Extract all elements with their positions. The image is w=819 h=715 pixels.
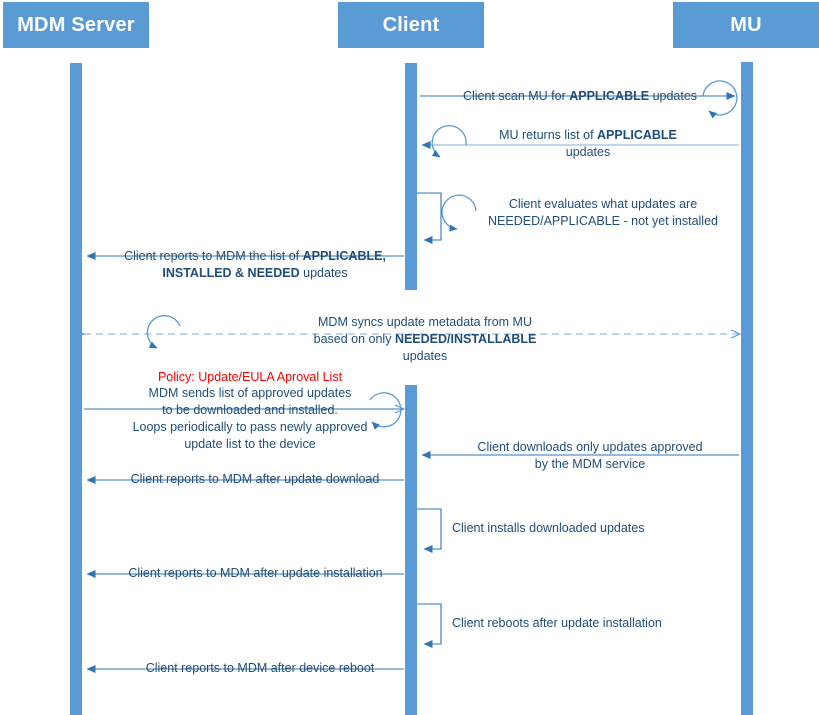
- actor-label-client: Client: [382, 13, 440, 36]
- arrow-m11-client-self-reboot: [417, 603, 442, 648]
- actor-box-client[interactable]: Client: [338, 2, 484, 48]
- actor-label-mdm-server: MDM Server: [17, 13, 135, 36]
- policy-title-m6: Policy: Update/EULA Aproval List: [157, 370, 343, 384]
- actor-label-mu: MU: [730, 13, 762, 36]
- lifeline-mdm-server: [70, 63, 82, 715]
- message-label-m1: Client scan MU for APPLICABLE updates: [462, 89, 698, 103]
- actor-box-mu[interactable]: MU: [673, 2, 819, 48]
- arrow-m9-client-self-install: [417, 508, 442, 553]
- message-label-m12: Client reports to MDM after device reboo…: [145, 661, 375, 675]
- lifeline-mu: [741, 62, 753, 715]
- message-label-m4: Client reports to MDM the list of APPLIC…: [124, 249, 386, 280]
- message-label-m9: Client installs downloaded updates: [452, 521, 645, 535]
- actor-box-mdm-server[interactable]: MDM Server: [3, 2, 149, 48]
- message-label-m10: Client reports to MDM after update insta…: [128, 566, 383, 580]
- lifeline-client-lower: [405, 385, 417, 715]
- message-label-m11: Client reboots after update installation: [452, 616, 662, 630]
- lifeline-client-upper: [405, 63, 417, 290]
- arrow-m3-client-self: [417, 192, 477, 244]
- message-label-m8: Client reports to MDM after update downl…: [130, 472, 380, 486]
